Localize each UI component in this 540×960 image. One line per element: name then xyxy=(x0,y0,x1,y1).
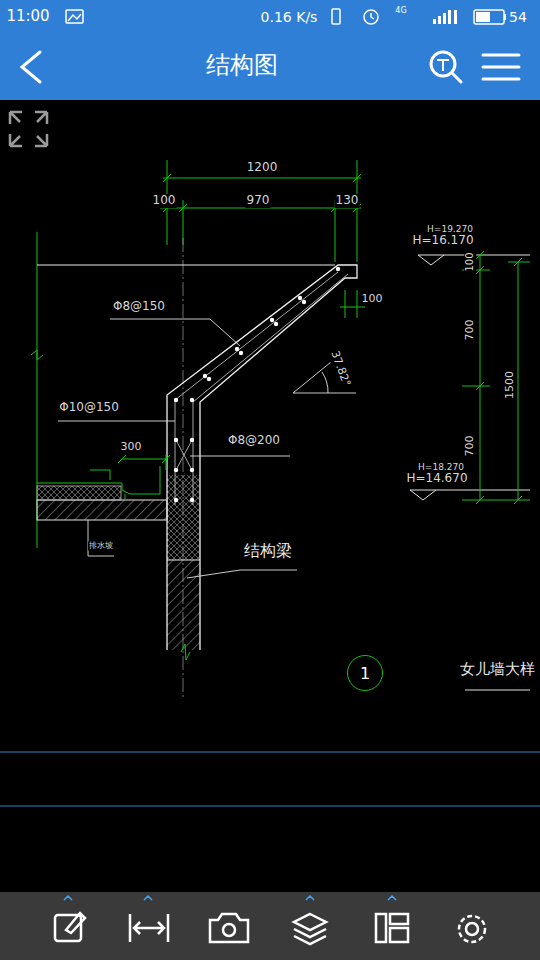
reference-line xyxy=(37,265,335,266)
expand-icon xyxy=(10,112,47,146)
roof-slab xyxy=(37,500,167,520)
dimension-text: 100 xyxy=(361,293,384,306)
app-title: 结构图 xyxy=(206,52,278,80)
dimension-text: 970 xyxy=(246,194,271,208)
note-text: 排水坡 xyxy=(88,541,114,550)
toolbar-icons xyxy=(55,896,485,944)
detail-title: 女儿墙大样 xyxy=(459,661,536,678)
parapet-outline xyxy=(167,265,357,650)
leader-lines xyxy=(58,319,356,578)
toolbar xyxy=(0,892,540,960)
dimension-text: 1200 xyxy=(246,161,279,175)
rebar-dots xyxy=(174,267,340,502)
angle-text: 37.82° xyxy=(327,349,352,390)
title-icons xyxy=(22,52,519,82)
part-name: 结构梁 xyxy=(243,542,293,560)
detail-number: 1 xyxy=(360,664,370,683)
dimension-lines xyxy=(37,160,365,548)
dimension-text: 300 xyxy=(120,441,143,454)
dimension-text: 130 xyxy=(335,194,360,208)
app-bar xyxy=(0,0,540,100)
masonry-wall xyxy=(167,560,200,650)
elevation-text: H=16.170 xyxy=(411,234,474,248)
rebar-lines xyxy=(175,272,348,505)
rebar-label: Φ10@150 xyxy=(58,401,120,415)
dimension-text: 1500 xyxy=(504,370,517,400)
dimension-text: 700 xyxy=(464,319,477,342)
detail-circle: 1 xyxy=(347,655,383,691)
elevation-text: H=18.270 xyxy=(417,462,465,472)
elevation-marks xyxy=(410,255,530,500)
dimension-text: 100 xyxy=(464,251,476,272)
dimension-text: 700 xyxy=(464,435,477,458)
roof-insulation xyxy=(37,486,121,500)
status-time: 11:00 xyxy=(6,8,49,25)
structural-beam xyxy=(167,475,200,560)
elevation-text: H=14.670 xyxy=(405,472,468,486)
network-type: 4G xyxy=(395,6,406,15)
rebar-label: Φ8@150 xyxy=(112,300,166,314)
network-speed: 0.16 K/s xyxy=(261,9,318,25)
elevation-text: H=19.270 xyxy=(426,224,474,234)
battery-level: 54 xyxy=(509,9,527,25)
dimension-text: 100 xyxy=(152,194,177,208)
signal-bars xyxy=(433,10,506,24)
rebar-label: Φ8@200 xyxy=(227,434,281,448)
elevation-dimensions xyxy=(462,251,530,504)
